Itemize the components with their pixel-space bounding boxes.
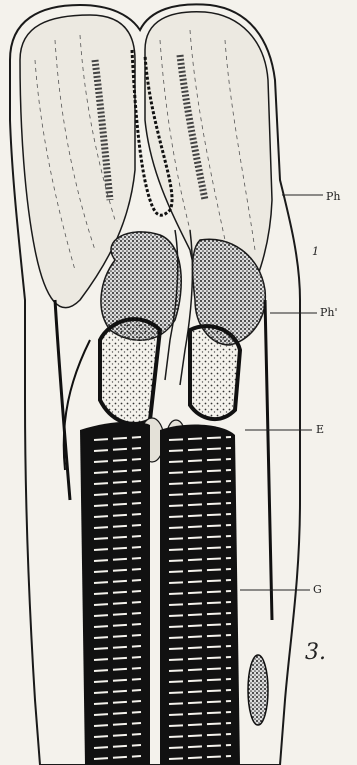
label-ph-prime: Ph' bbox=[320, 306, 338, 319]
label-g: G bbox=[313, 583, 322, 596]
figure-number: 3. bbox=[305, 640, 326, 665]
label-e: E bbox=[316, 423, 324, 436]
label-one: 1 bbox=[312, 245, 319, 258]
